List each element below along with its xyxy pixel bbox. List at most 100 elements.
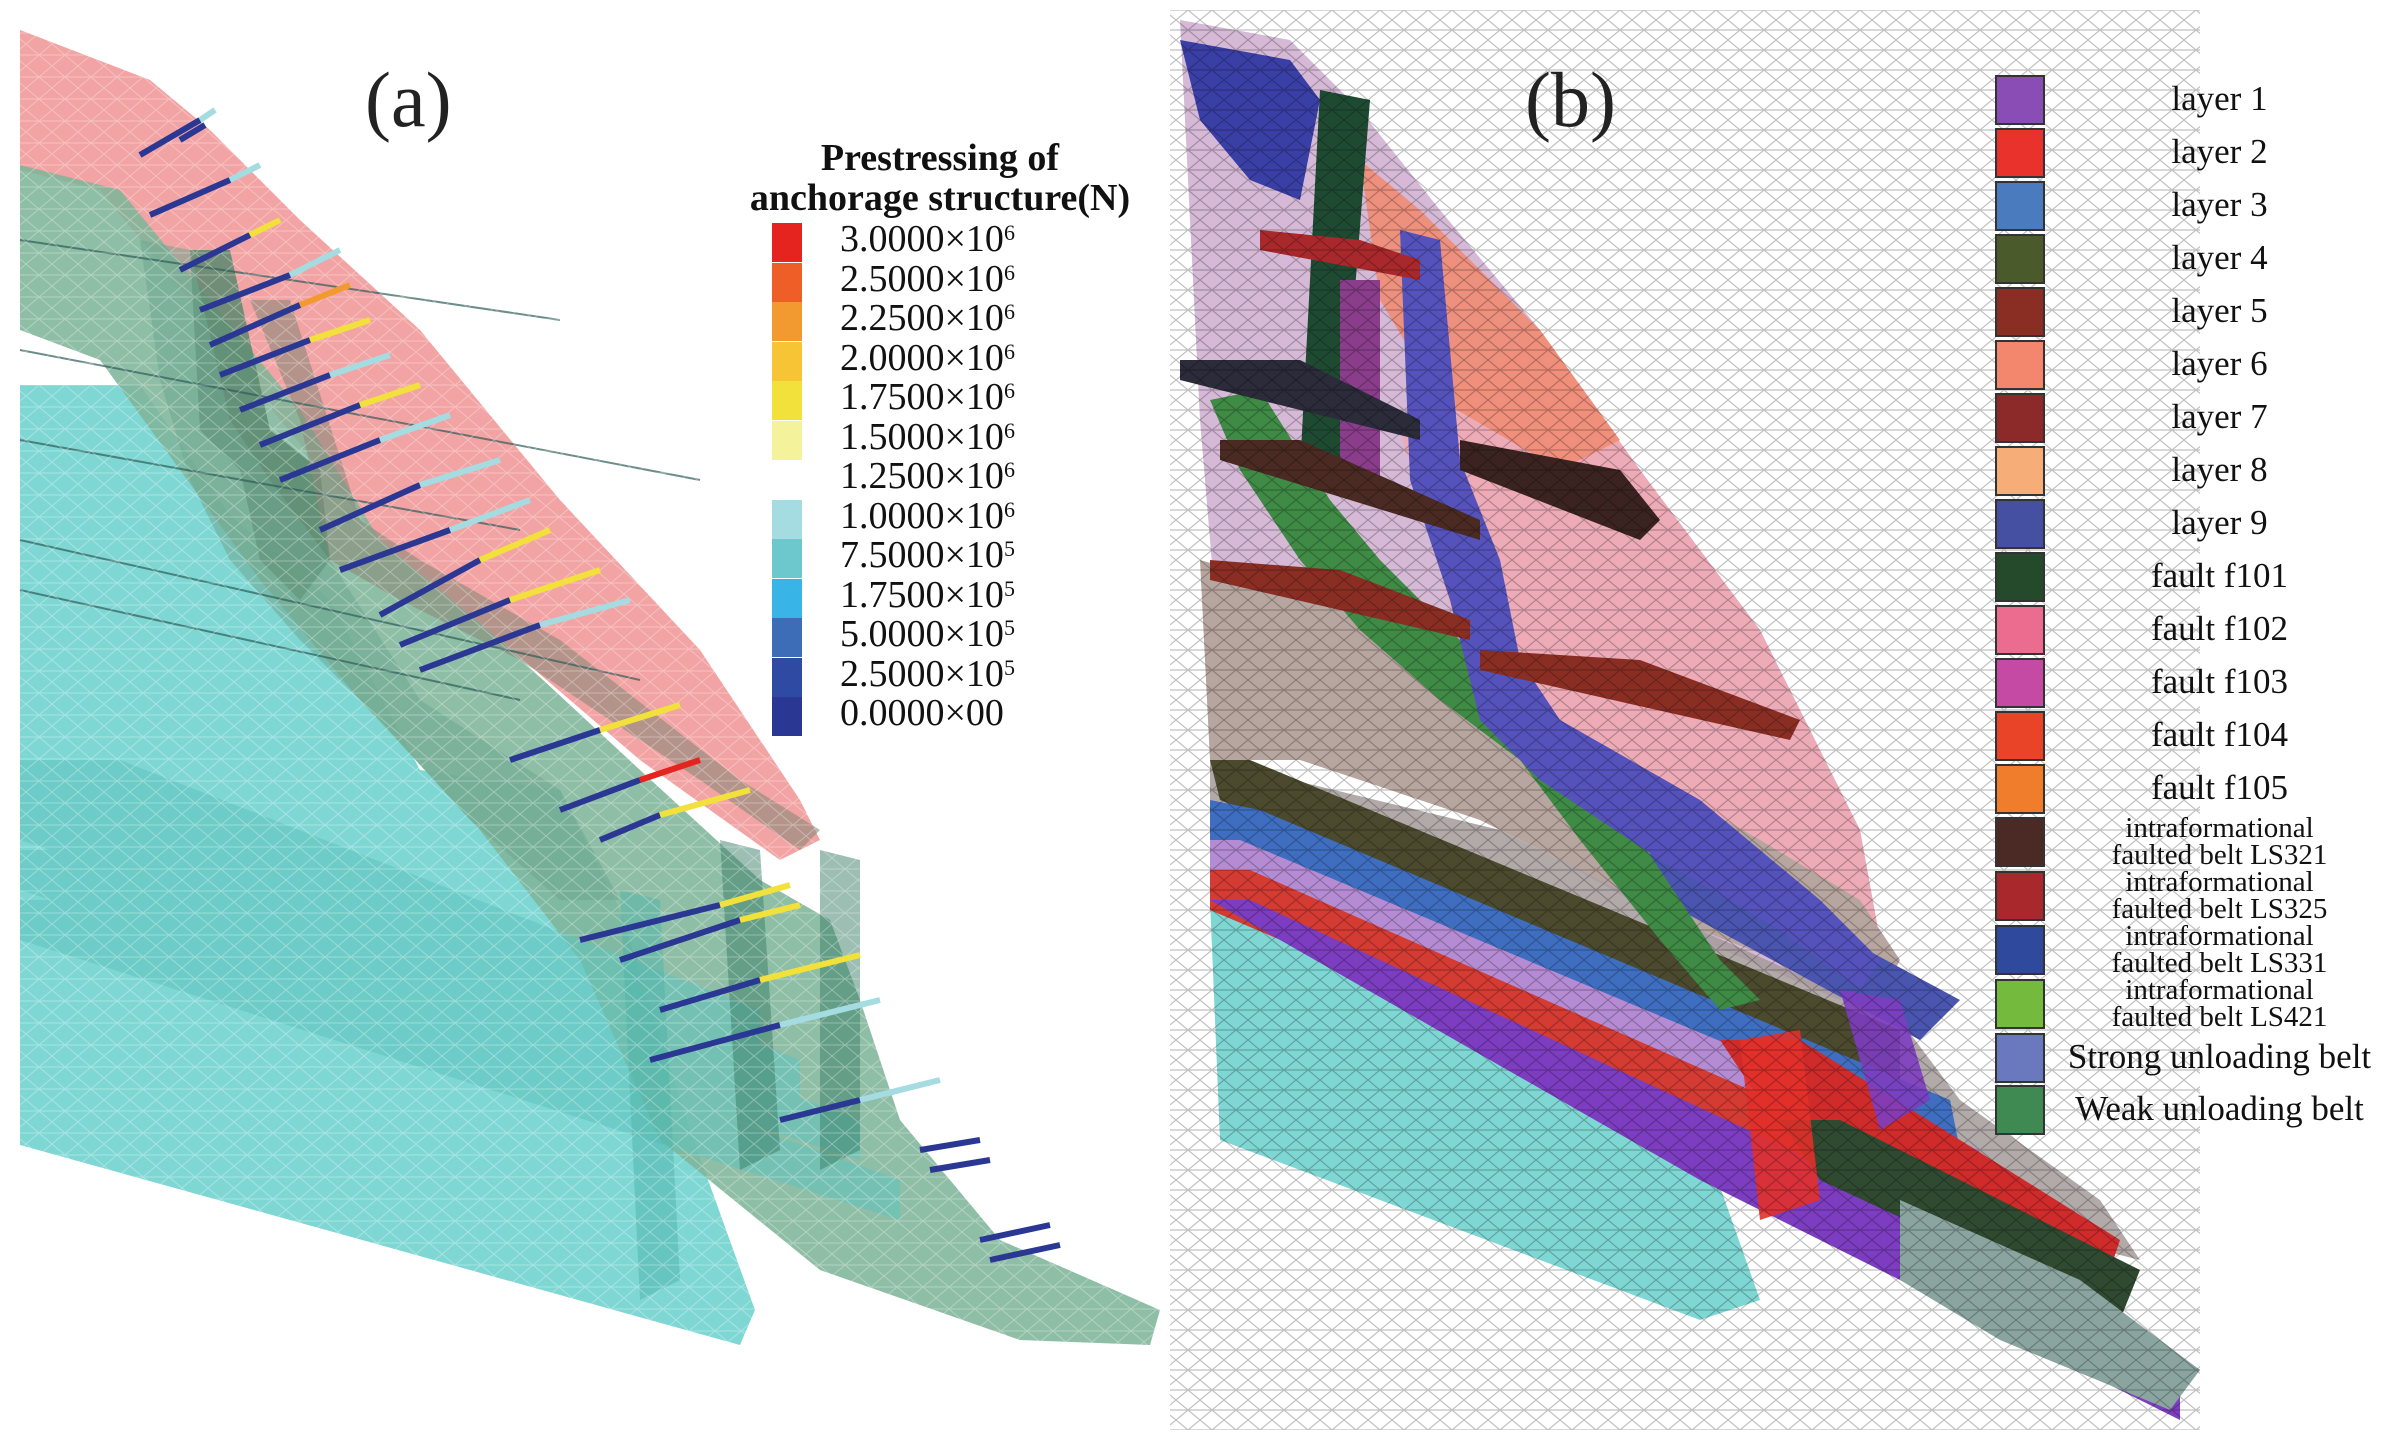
- legend-a-mantissa: 7.5000×10: [840, 534, 1004, 576]
- legend-a-mantissa: 1.7500×10: [840, 376, 1004, 418]
- anchor-cables: [138, 107, 1061, 1263]
- legend-a-swatch: [772, 381, 802, 420]
- legend-b-label: layer 7: [2171, 397, 2268, 436]
- legend-b-swatch: [1995, 764, 2045, 814]
- legend-a-mantissa: 2.5000×10: [840, 257, 1004, 300]
- legend-a-swatch: [772, 262, 802, 302]
- legend-b-swatch: [1995, 979, 2045, 1029]
- legend-title: Prestressing of anchorage structure(N): [690, 138, 1190, 218]
- legend-b-label-line-1: intraformational: [2125, 974, 2314, 1006]
- anchor-cable-free-section: [338, 527, 452, 573]
- legend-a-swatch: [772, 223, 802, 262]
- anchor-cable-free-section: [198, 272, 292, 313]
- legend-a-swatch: [772, 499, 802, 539]
- legend-a-value: 1.5000×106: [840, 417, 1015, 457]
- anchor-cable-free-section: [178, 122, 207, 143]
- legend-title-line-1: Prestressing of: [820, 137, 1060, 179]
- anchor-cable-free-section: [318, 482, 422, 533]
- legend-b-label: fault f103: [2150, 662, 2289, 701]
- anchor-cable-free-section: [258, 402, 362, 448]
- legend-b-label: layer 6: [2171, 344, 2268, 383]
- legend-a-swatch: [772, 578, 802, 618]
- anchor-cable-anchored-section: [359, 382, 421, 408]
- anchor-cable-anchored-section: [599, 702, 681, 733]
- legend-a-swatch: [772, 302, 802, 341]
- anchor-cable-free-section: [138, 117, 202, 158]
- anchor-cable-free-section: [378, 557, 482, 618]
- legend-a-mantissa: 2.2500×10: [840, 297, 1004, 339]
- legend-a-value: 1.2500×106: [840, 456, 1015, 496]
- legend-a-exponent: 6: [1003, 457, 1015, 482]
- anchor-cable-anchored-section: [378, 412, 452, 443]
- legend-b-swatch: [1995, 499, 2045, 549]
- legend-a-exponent: 6: [1003, 259, 1015, 285]
- anchor-cable-free-section: [919, 1137, 981, 1153]
- anchor-cable-free-section: [509, 727, 601, 763]
- panel-label-b: (b): [1525, 56, 1616, 143]
- legend-b-label: fault f105: [2150, 768, 2289, 807]
- legend-a-swatch: [772, 657, 802, 697]
- legend-b-label: Weak unloading belt: [2075, 1089, 2364, 1128]
- legend-b-swatch: [1995, 234, 2045, 284]
- legend-a-exponent: 6: [1003, 338, 1015, 364]
- legend-a-exponent: 6: [1003, 417, 1015, 443]
- legend-b-label-line-2: faulted belt LS421: [2111, 1001, 2328, 1033]
- legend-b-swatch: [1995, 340, 2045, 390]
- legend-b-label: layer 3: [2171, 185, 2268, 224]
- legend-a-value: 1.0000×106: [840, 496, 1015, 536]
- legend-a-mantissa: 1.0000×10: [840, 494, 1004, 537]
- legend-a-swatch: [772, 341, 802, 381]
- legend-b-swatch: [1995, 1085, 2045, 1135]
- legend-b-label: layer 1: [2171, 79, 2268, 118]
- anchor-cable-anchored-section: [739, 902, 801, 923]
- legend-a-value: 2.5000×106: [840, 259, 1015, 299]
- anchor-cable-free-section: [178, 232, 252, 273]
- legend-a-swatch: [772, 460, 802, 499]
- legend-b-label: layer 5: [2171, 291, 2268, 330]
- legend-b-label: Strong unloading belt: [2067, 1037, 2372, 1076]
- model-a-mesh: [0, 0, 1160, 1360]
- legend-a-swatch: [772, 539, 802, 578]
- anchor-cable-anchored-section: [759, 952, 861, 983]
- legend-a-value: 1.7500×106: [840, 377, 1015, 417]
- anchor-cable-anchored-section: [419, 457, 501, 488]
- anchor-cable-anchored-section: [509, 567, 601, 603]
- legend-a-exponent: 5: [1003, 654, 1015, 680]
- anchor-cable-free-section: [579, 902, 721, 943]
- anchor-cable-anchored-section: [659, 787, 751, 818]
- legend-b-label-line-1: intraformational: [2125, 920, 2314, 952]
- legend-a-swatch: [772, 618, 802, 657]
- legend-a-value: 2.0000×106: [840, 338, 1015, 378]
- panel-label-a: (a): [365, 56, 452, 143]
- legend-a-value: 2.5000×105: [840, 654, 1015, 694]
- anchor-cable-anchored-section: [288, 247, 342, 278]
- anchor-cable-anchored-section: [228, 162, 262, 183]
- legend-a-mantissa: 1.7500×10: [840, 573, 1004, 616]
- legend-a-exponent: 6: [1003, 378, 1015, 403]
- legend-b-label: fault f101: [2150, 556, 2289, 595]
- legend-a-exponent: 6: [1003, 496, 1015, 522]
- anchor-cable-free-section: [659, 977, 761, 1013]
- legend-a-swatch: [772, 420, 802, 460]
- legend-b-swatch: [1995, 871, 2045, 921]
- legend-b-label: layer 8: [2171, 450, 2268, 489]
- legend-b-swatch: [1995, 393, 2045, 443]
- anchor-cable-free-section: [779, 1097, 861, 1123]
- legend-b-swatch: [1995, 75, 2045, 125]
- legend-b-swatch: [1995, 711, 2045, 761]
- legend-b-swatch: [1995, 128, 2045, 178]
- anchor-cable-anchored-section: [859, 1077, 941, 1103]
- anchor-cable-free-section: [929, 1157, 991, 1173]
- legend-b-swatch: [1995, 817, 2045, 867]
- anchor-cable-free-section: [649, 1022, 781, 1063]
- legend-a-mantissa: 1.2500×10: [840, 455, 1004, 497]
- anchor-cable-anchored-section: [539, 597, 631, 628]
- anchor-cable-anchored-section: [329, 352, 391, 378]
- legend-b-label-line-2: faulted belt LS325: [2111, 893, 2328, 925]
- legend-a-value: 2.2500×106: [840, 298, 1015, 338]
- legend-b-swatch: [1995, 287, 2045, 337]
- anchor-cable-free-section: [148, 177, 232, 218]
- anchor-cable-anchored-section: [779, 997, 881, 1028]
